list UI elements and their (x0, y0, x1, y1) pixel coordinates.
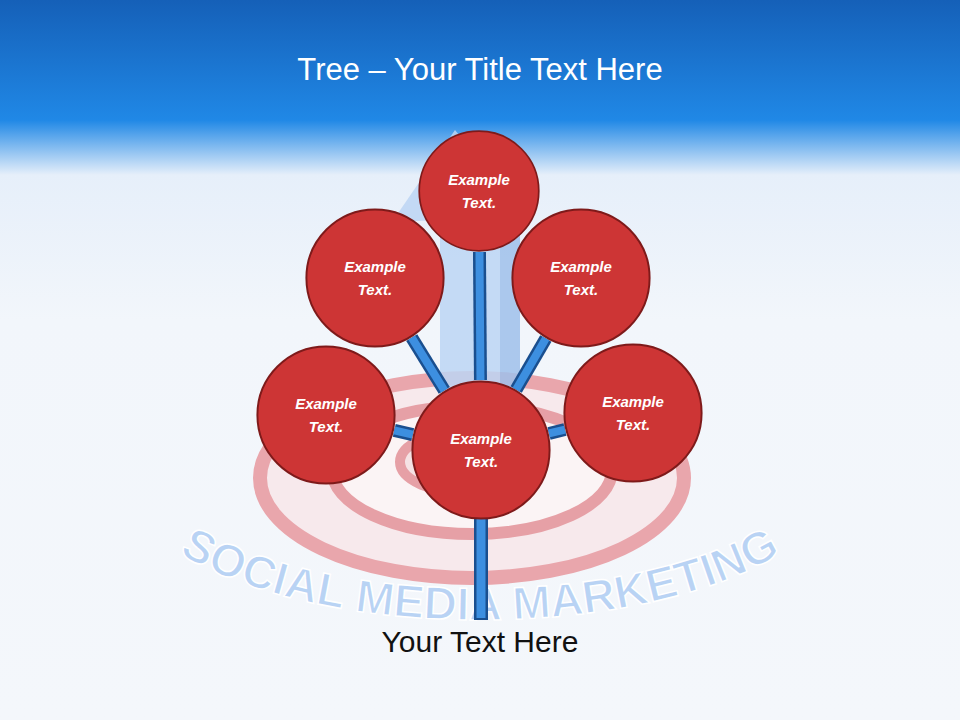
circle-shape (411, 380, 551, 520)
caption-text: Your Text Here (0, 625, 960, 659)
branch-line (473, 252, 487, 380)
branch-connector (479, 252, 481, 380)
text-group: Example Text. (440, 168, 518, 214)
text-group: Example Text. (542, 255, 620, 301)
circle-node: Example Text. (511, 208, 651, 348)
circle-shape (418, 130, 540, 252)
text-group: Example Text. (594, 390, 672, 436)
node-text: Example Text. (442, 427, 520, 473)
circle-node: Example Text. (418, 130, 540, 252)
branch-connector (412, 338, 445, 391)
node-text: Example Text. (336, 255, 414, 301)
branch-connector (516, 339, 546, 390)
circle-fill (257, 346, 394, 483)
circle-shape (305, 208, 445, 348)
branch-line (475, 252, 484, 380)
branch-line (394, 430, 412, 434)
text-group: Example Text. (287, 392, 365, 438)
circle-shape (563, 343, 703, 483)
branch-line (516, 339, 546, 390)
branch-line (516, 339, 546, 390)
circle-fill (512, 209, 649, 346)
circle-fill (412, 381, 549, 518)
branch-line (412, 338, 445, 391)
branch-connector (549, 430, 565, 434)
text-group: Example Text. (336, 255, 414, 301)
circle-fill (419, 131, 539, 251)
node-text: Example Text. (594, 390, 672, 436)
circle-fill (564, 344, 701, 481)
circle-node: Example Text. (563, 343, 703, 483)
branch-connector (394, 430, 412, 434)
node-text: Example Text. (542, 255, 620, 301)
text-group: Example Text. (442, 427, 520, 473)
node-text: Example Text. (440, 168, 518, 214)
circle-node: Example Text. (411, 380, 551, 520)
circle-shape (256, 345, 396, 485)
circle-node: Example Text. (256, 345, 396, 485)
branch-line (549, 430, 565, 434)
branch-line (394, 430, 412, 434)
circle-node: Example Text. (305, 208, 445, 348)
circle-shape (511, 208, 651, 348)
node-text: Example Text. (287, 392, 365, 438)
circle-fill (306, 209, 443, 346)
branch-line (549, 430, 565, 434)
slide-title: Tree – Your Title Text Here (0, 52, 960, 88)
branch-line (412, 338, 445, 391)
